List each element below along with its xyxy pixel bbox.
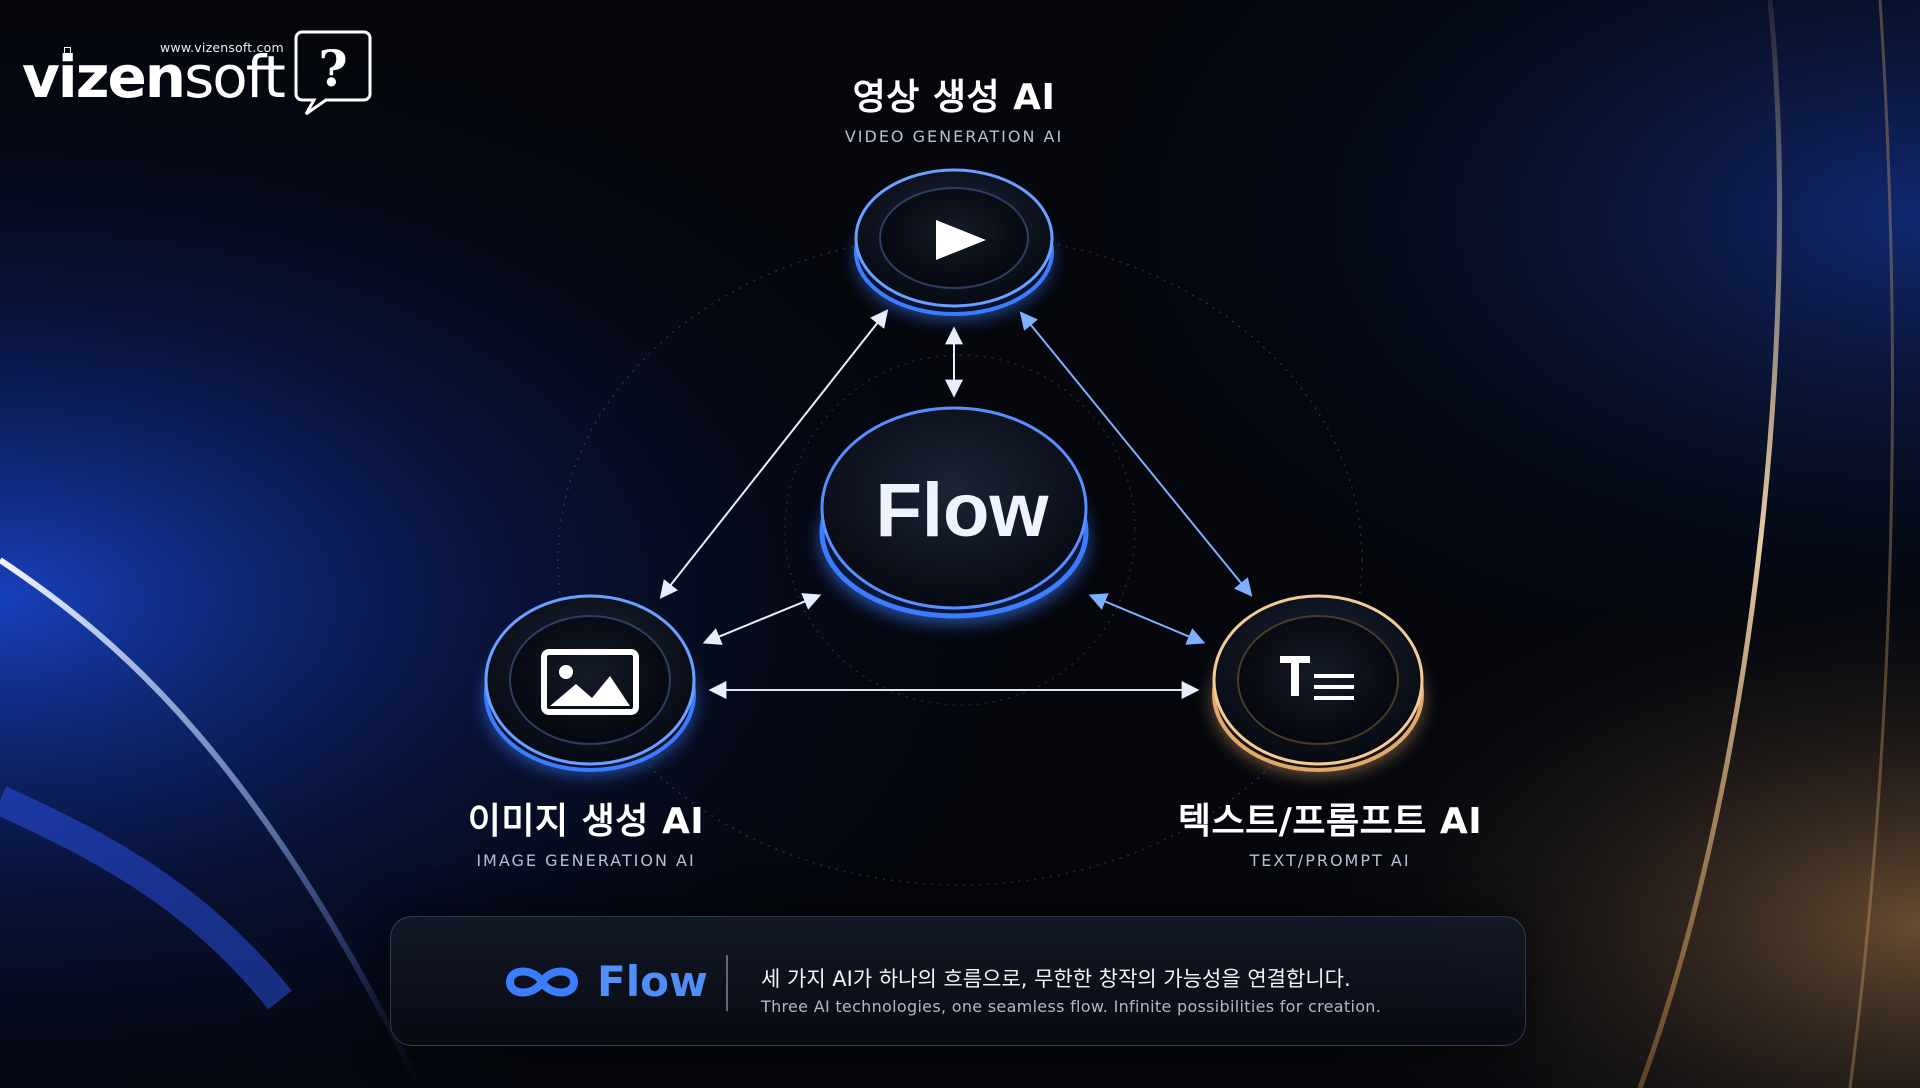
logo-dot-icon	[64, 47, 71, 54]
arrow-flow-image	[702, 593, 822, 645]
orbit-outer	[557, 234, 1363, 886]
text-lines-icon	[1280, 656, 1354, 700]
text-node-label: 텍스트/프롬프트 AI TEXT/PROMPT AI	[1178, 800, 1482, 870]
footer-brand-text: Flow	[597, 957, 708, 1006]
image-generation-node[interactable]	[484, 594, 696, 776]
arrow-video-text	[1019, 311, 1253, 597]
footer-divider	[726, 955, 728, 1011]
infinity-icon	[506, 967, 578, 996]
footer-panel: Flow 세 가지 AI가 하나의 흐름으로, 무한한 창작의 가능성을 연결합…	[390, 916, 1526, 1046]
image-node-subtitle: IMAGE GENERATION AI	[476, 851, 696, 871]
text-prompt-node[interactable]	[1212, 594, 1424, 776]
logo-wordmark: vizensoft	[22, 48, 286, 106]
footer-tagline-english: Three AI technologies, one seamless flow…	[761, 997, 1382, 1016]
image-node-label: 이미지 생성 AI IMAGE GENERATION AI	[468, 800, 704, 870]
text-node-subtitle: TEXT/PROMPT AI	[1249, 851, 1411, 871]
image-node-title: 이미지 생성 AI	[467, 801, 705, 842]
image-icon	[541, 649, 639, 715]
video-node-title: 영상 생성 AI	[852, 77, 1056, 118]
arrow-flow-text	[1088, 593, 1206, 645]
arrow-video-image	[659, 309, 889, 599]
vizensoft-logo[interactable]: www.vizensoft.com vizensoft ?	[22, 24, 382, 124]
play-icon	[936, 220, 986, 260]
footer-tagline: 세 가지 AI가 하나의 흐름으로, 무한한 창작의 가능성을 연결합니다.	[761, 967, 1351, 991]
text-node-title: 텍스트/프롬프트 AI	[1177, 801, 1483, 842]
flow-center-node[interactable]: Flow	[819, 406, 1089, 624]
logo-question-mark: ?	[318, 39, 347, 98]
flow-center-label: Flow	[875, 468, 1049, 553]
footer-brand: Flow	[501, 957, 708, 1006]
video-node-label: 영상 생성 AI VIDEO GENERATION AI	[845, 76, 1063, 146]
logo-url: www.vizensoft.com	[160, 40, 284, 55]
logo-word-bold: vizen	[22, 43, 186, 111]
video-node-subtitle: VIDEO GENERATION AI	[844, 127, 1064, 147]
logo-word-light: soft	[184, 43, 286, 111]
video-generation-node[interactable]	[854, 168, 1054, 320]
speech-bubble-question-icon: ?	[294, 30, 372, 116]
